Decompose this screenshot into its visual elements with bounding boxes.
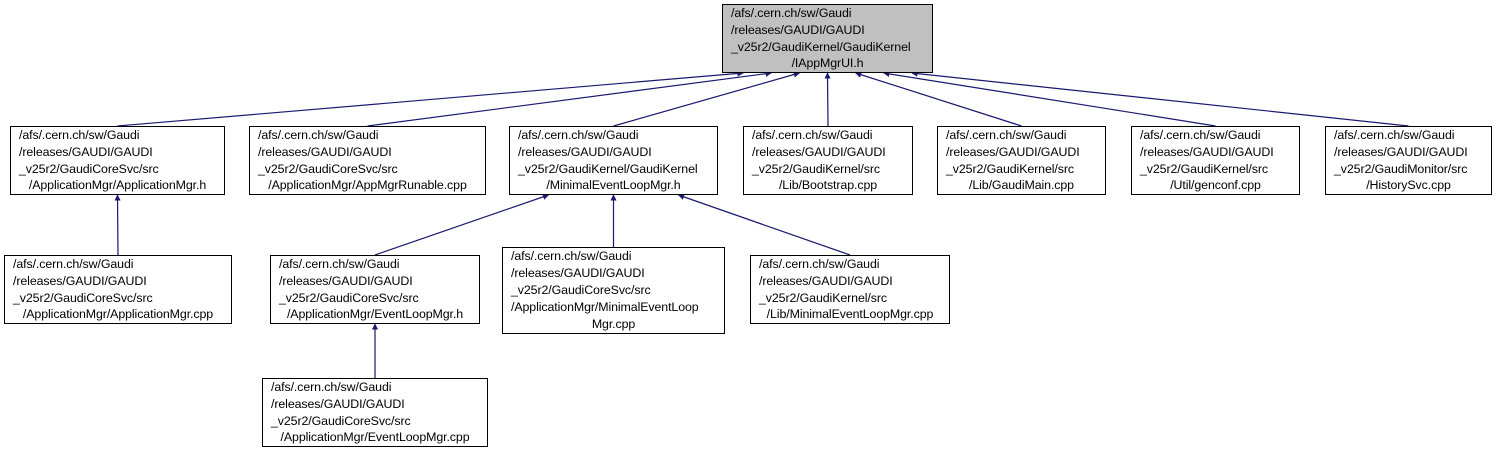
graph-node-label-line: /ApplicationMgr/ApplicationMgr.h — [28, 178, 207, 193]
graph-node-label-line: _v25r2/GaudiCoreSvc/src — [13, 290, 153, 305]
graph-node-label-line: /releases/GAUDI/GAUDI — [258, 144, 392, 159]
graph-node[interactable]: /afs/.cern.ch/sw/Gaudi/releases/GAUDI/GA… — [502, 247, 725, 334]
graph-node-label-line: /afs/.cern.ch/sw/Gaudi — [518, 127, 639, 142]
graph-node-label-line: _v25r2/GaudiCoreSvc/src — [258, 161, 398, 176]
graph-node-label-line: /afs/.cern.ch/sw/Gaudi — [511, 249, 632, 264]
graph-node-label-line: /MinimalEventLoopMgr.h — [546, 178, 681, 193]
graph-node-label-line: _v25r2/GaudiCoreSvc/src — [19, 161, 159, 176]
graph-node-label-line: /Lib/GaudiMain.cpp — [969, 178, 1074, 193]
graph-node-label-line: Mgr.cpp — [591, 316, 636, 331]
graph-node-label-line: /afs/.cern.ch/sw/Gaudi — [279, 256, 400, 271]
graph-node-label: /afs/.cern.ch/sw/Gaudi/releases/GAUDI/GA… — [510, 127, 717, 195]
graph-edge — [613, 71, 800, 127]
graph-node[interactable]: /afs/.cern.ch/sw/Gaudi/releases/GAUDI/GA… — [270, 255, 480, 324]
graph-node-label: /afs/.cern.ch/sw/Gaudi/releases/GAUDI/GA… — [271, 256, 479, 324]
graph-node-label-line: _v25r2/GaudiKernel/src — [759, 290, 887, 305]
graph-node-label-line: /releases/GAUDI/GAUDI — [511, 266, 645, 281]
graph-node-label-line: _v25r2/GaudiKernel/GaudiKernel — [518, 161, 698, 176]
graph-node[interactable]: /afs/.cern.ch/sw/Gaudi/releases/GAUDI/GA… — [509, 126, 718, 195]
graph-node-label-line: /releases/GAUDI/GAUDI — [946, 144, 1080, 159]
graph-node-label-line: /ApplicationMgr/EventLoopMgr.h — [286, 307, 464, 322]
graph-node-label-line: _v25r2/GaudiMonitor/src — [1334, 161, 1468, 176]
graph-node-label-line: /releases/GAUDI/GAUDI — [1140, 144, 1274, 159]
graph-node[interactable]: /afs/.cern.ch/sw/Gaudi/releases/GAUDI/GA… — [1325, 126, 1492, 195]
graph-node-label-line: /afs/.cern.ch/sw/Gaudi — [946, 127, 1067, 142]
graph-node-label: /afs/.cern.ch/sw/Gaudi/releases/GAUDI/GA… — [503, 248, 724, 333]
graph-node-label: /afs/.cern.ch/sw/Gaudi/releases/GAUDI/GA… — [938, 127, 1105, 195]
graph-node-label: /afs/.cern.ch/sw/Gaudi/releases/GAUDI/GA… — [751, 256, 949, 324]
graph-edge — [911, 70, 1409, 127]
graph-node[interactable]: /afs/.cern.ch/sw/Gaudi/releases/GAUDI/GA… — [249, 126, 486, 195]
graph-node-label-line: /releases/GAUDI/GAUDI — [1334, 144, 1468, 159]
graph-node-label-line: /ApplicationMgr/EventLoopMgr.cpp — [280, 430, 470, 445]
graph-edge — [117, 70, 744, 127]
graph-edge — [374, 193, 550, 256]
graph-node[interactable]: /afs/.cern.ch/sw/Gaudi/releases/GAUDI/GA… — [4, 255, 232, 324]
graph-node-label-line: /releases/GAUDI/GAUDI — [271, 396, 405, 411]
graph-node[interactable]: /afs/.cern.ch/sw/Gaudi/releases/GAUDI/GA… — [937, 126, 1106, 195]
graph-node-label-line: /Util/genconf.cpp — [1170, 178, 1261, 193]
graph-node-label-line: /ApplicationMgr/MinimalEventLoop — [511, 299, 699, 314]
graph-node-label: /afs/.cern.ch/sw/Gaudi/releases/GAUDI/GA… — [5, 256, 231, 324]
graph-node-label-line: _v25r2/GaudiKernel/src — [752, 161, 880, 176]
graph-node-label-line: /afs/.cern.ch/sw/Gaudi — [1334, 127, 1455, 142]
graph-node-label-line: /releases/GAUDI/GAUDI — [731, 22, 865, 37]
graph-node-label-line: /releases/GAUDI/GAUDI — [279, 273, 413, 288]
graph-node-label-line: /afs/.cern.ch/sw/Gaudi — [19, 127, 140, 142]
graph-node[interactable]: /afs/.cern.ch/sw/Gaudi/releases/GAUDI/GA… — [10, 126, 225, 195]
graph-node-label-line: /afs/.cern.ch/sw/Gaudi — [13, 256, 134, 271]
graph-node-label-line: /Lib/MinimalEventLoopMgr.cpp — [766, 307, 934, 322]
graph-edge — [824, 72, 831, 127]
graph-node-root[interactable]: /afs/.cern.ch/sw/Gaudi/releases/GAUDI/GA… — [722, 4, 933, 73]
graph-node-label: /afs/.cern.ch/sw/Gaudi/releases/GAUDI/GA… — [744, 127, 912, 195]
graph-node-label-line: _v25r2/GaudiCoreSvc/src — [511, 283, 651, 298]
graph-node-label-line: /afs/.cern.ch/sw/Gaudi — [258, 127, 379, 142]
graph-node-label-line: /afs/.cern.ch/sw/Gaudi — [752, 127, 873, 142]
graph-node-label-line: /ApplicationMgr/AppMgrRunable.cpp — [268, 178, 467, 193]
graph-node-label-line: /afs/.cern.ch/sw/Gaudi — [271, 379, 392, 394]
graph-node-label-line: /releases/GAUDI/GAUDI — [13, 273, 147, 288]
graph-node-label-line: /IAppMgrUI.h — [791, 56, 864, 71]
graph-node[interactable]: /afs/.cern.ch/sw/Gaudi/releases/GAUDI/GA… — [1131, 126, 1300, 195]
graph-edge — [883, 70, 1216, 127]
graph-node[interactable]: /afs/.cern.ch/sw/Gaudi/releases/GAUDI/GA… — [750, 255, 950, 324]
graph-node-label-line: _v25r2/GaudiCoreSvc/src — [279, 290, 419, 305]
graph-node-label: /afs/.cern.ch/sw/Gaudi/releases/GAUDI/GA… — [11, 127, 224, 195]
graph-node-label-line: /afs/.cern.ch/sw/Gaudi — [1140, 127, 1261, 142]
graph-node-label-line: /releases/GAUDI/GAUDI — [19, 144, 153, 159]
graph-node-label-line: _v25r2/GaudiKernel/GaudiKernel — [731, 39, 911, 54]
graph-node-label-line: /afs/.cern.ch/sw/Gaudi — [731, 5, 852, 20]
graph-node-label: /afs/.cern.ch/sw/Gaudi/releases/GAUDI/GA… — [250, 127, 485, 195]
graph-node[interactable]: /afs/.cern.ch/sw/Gaudi/releases/GAUDI/GA… — [262, 378, 488, 447]
graph-edge — [114, 194, 121, 256]
graph-edge — [855, 71, 1022, 127]
graph-node-label: /afs/.cern.ch/sw/Gaudi/releases/GAUDI/GA… — [1326, 127, 1491, 195]
graph-node-label: /afs/.cern.ch/sw/Gaudi/releases/GAUDI/GA… — [1132, 127, 1299, 195]
graph-node-label-line: _v25r2/GaudiKernel/src — [1140, 161, 1268, 176]
graph-edge — [367, 70, 772, 127]
graph-edge — [677, 193, 851, 256]
graph-node-label-line: /HistorySvc.cpp — [1366, 178, 1451, 193]
graph-node-label-line: /ApplicationMgr/ApplicationMgr.cpp — [22, 307, 214, 322]
graph-node-label-line: /releases/GAUDI/GAUDI — [759, 273, 893, 288]
graph-node-label: /afs/.cern.ch/sw/Gaudi/releases/GAUDI/GA… — [263, 379, 487, 447]
graph-node-label-line: /releases/GAUDI/GAUDI — [518, 144, 652, 159]
graph-node-label: /afs/.cern.ch/sw/Gaudi/releases/GAUDI/GA… — [723, 5, 932, 73]
graph-node-label-line: _v25r2/GaudiKernel/src — [946, 161, 1074, 176]
graph-node-label-line: /Lib/Bootstrap.cpp — [778, 178, 878, 193]
graph-node-label-line: /releases/GAUDI/GAUDI — [752, 144, 886, 159]
graph-node-label-line: _v25r2/GaudiCoreSvc/src — [271, 413, 411, 428]
graph-node-label-line: /afs/.cern.ch/sw/Gaudi — [759, 256, 880, 271]
graph-node[interactable]: /afs/.cern.ch/sw/Gaudi/releases/GAUDI/GA… — [743, 126, 913, 195]
